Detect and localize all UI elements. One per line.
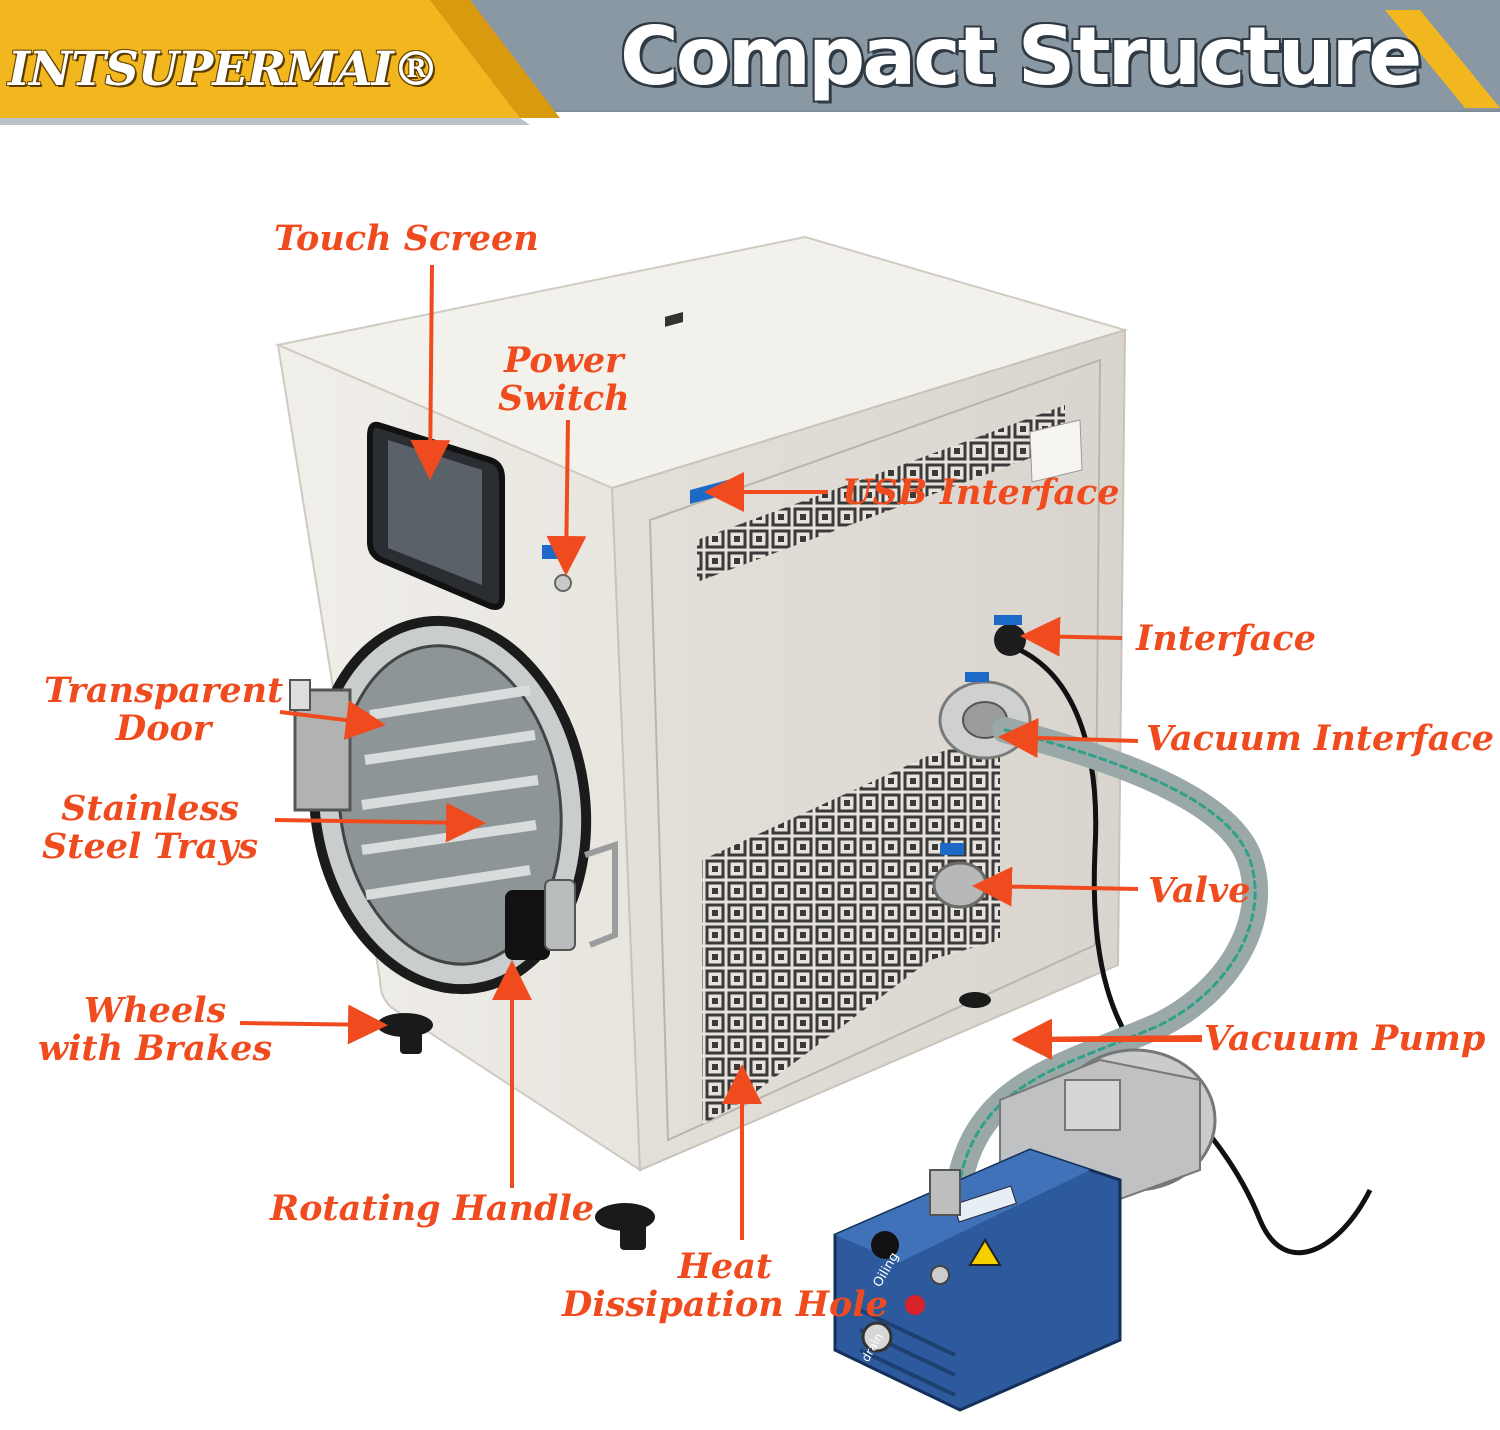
page-title: Compact Structure (620, 10, 1422, 103)
oil-cap-icon (905, 1295, 925, 1315)
label-wheels-with-brakes: Wheels with Brakes (38, 990, 273, 1069)
label-usb-interface: USB Interface (842, 472, 1120, 513)
label-transparent-door: Transparent Door (44, 670, 284, 749)
usb-port (665, 311, 683, 327)
heat-dissipation-grille (702, 735, 1000, 1125)
rotating-handle (505, 840, 618, 960)
brand-logo: INTSUPERMAI® (8, 42, 440, 97)
cabinet-wheels (377, 992, 991, 1250)
label-power-switch: Power Switch (498, 340, 630, 419)
label-stainless-steel-trays: Stainless Steel Trays (42, 788, 259, 867)
label-vacuum-pump: Vacuum Pump (1204, 1018, 1486, 1059)
valve-knob (932, 861, 988, 909)
label-heat-dissipation-hole: Heat Dissipation Hole (562, 1246, 888, 1325)
power-switch (554, 574, 572, 592)
label-touch-screen: Touch Screen (274, 218, 539, 259)
label-vacuum-interface: Vacuum Interface (1146, 718, 1495, 759)
label-rotating-handle: Rotating Handle (270, 1188, 595, 1229)
label-interface: Interface (1136, 618, 1317, 659)
power-interface-socket (994, 624, 1026, 656)
vent-grille-top (697, 405, 1065, 582)
vacuum-pump: Oiling Oil drain (833, 1048, 1217, 1412)
header-banner (0, 0, 1500, 125)
warning-triangle-icon (968, 1238, 1002, 1266)
label-valve: Valve (1148, 870, 1251, 911)
